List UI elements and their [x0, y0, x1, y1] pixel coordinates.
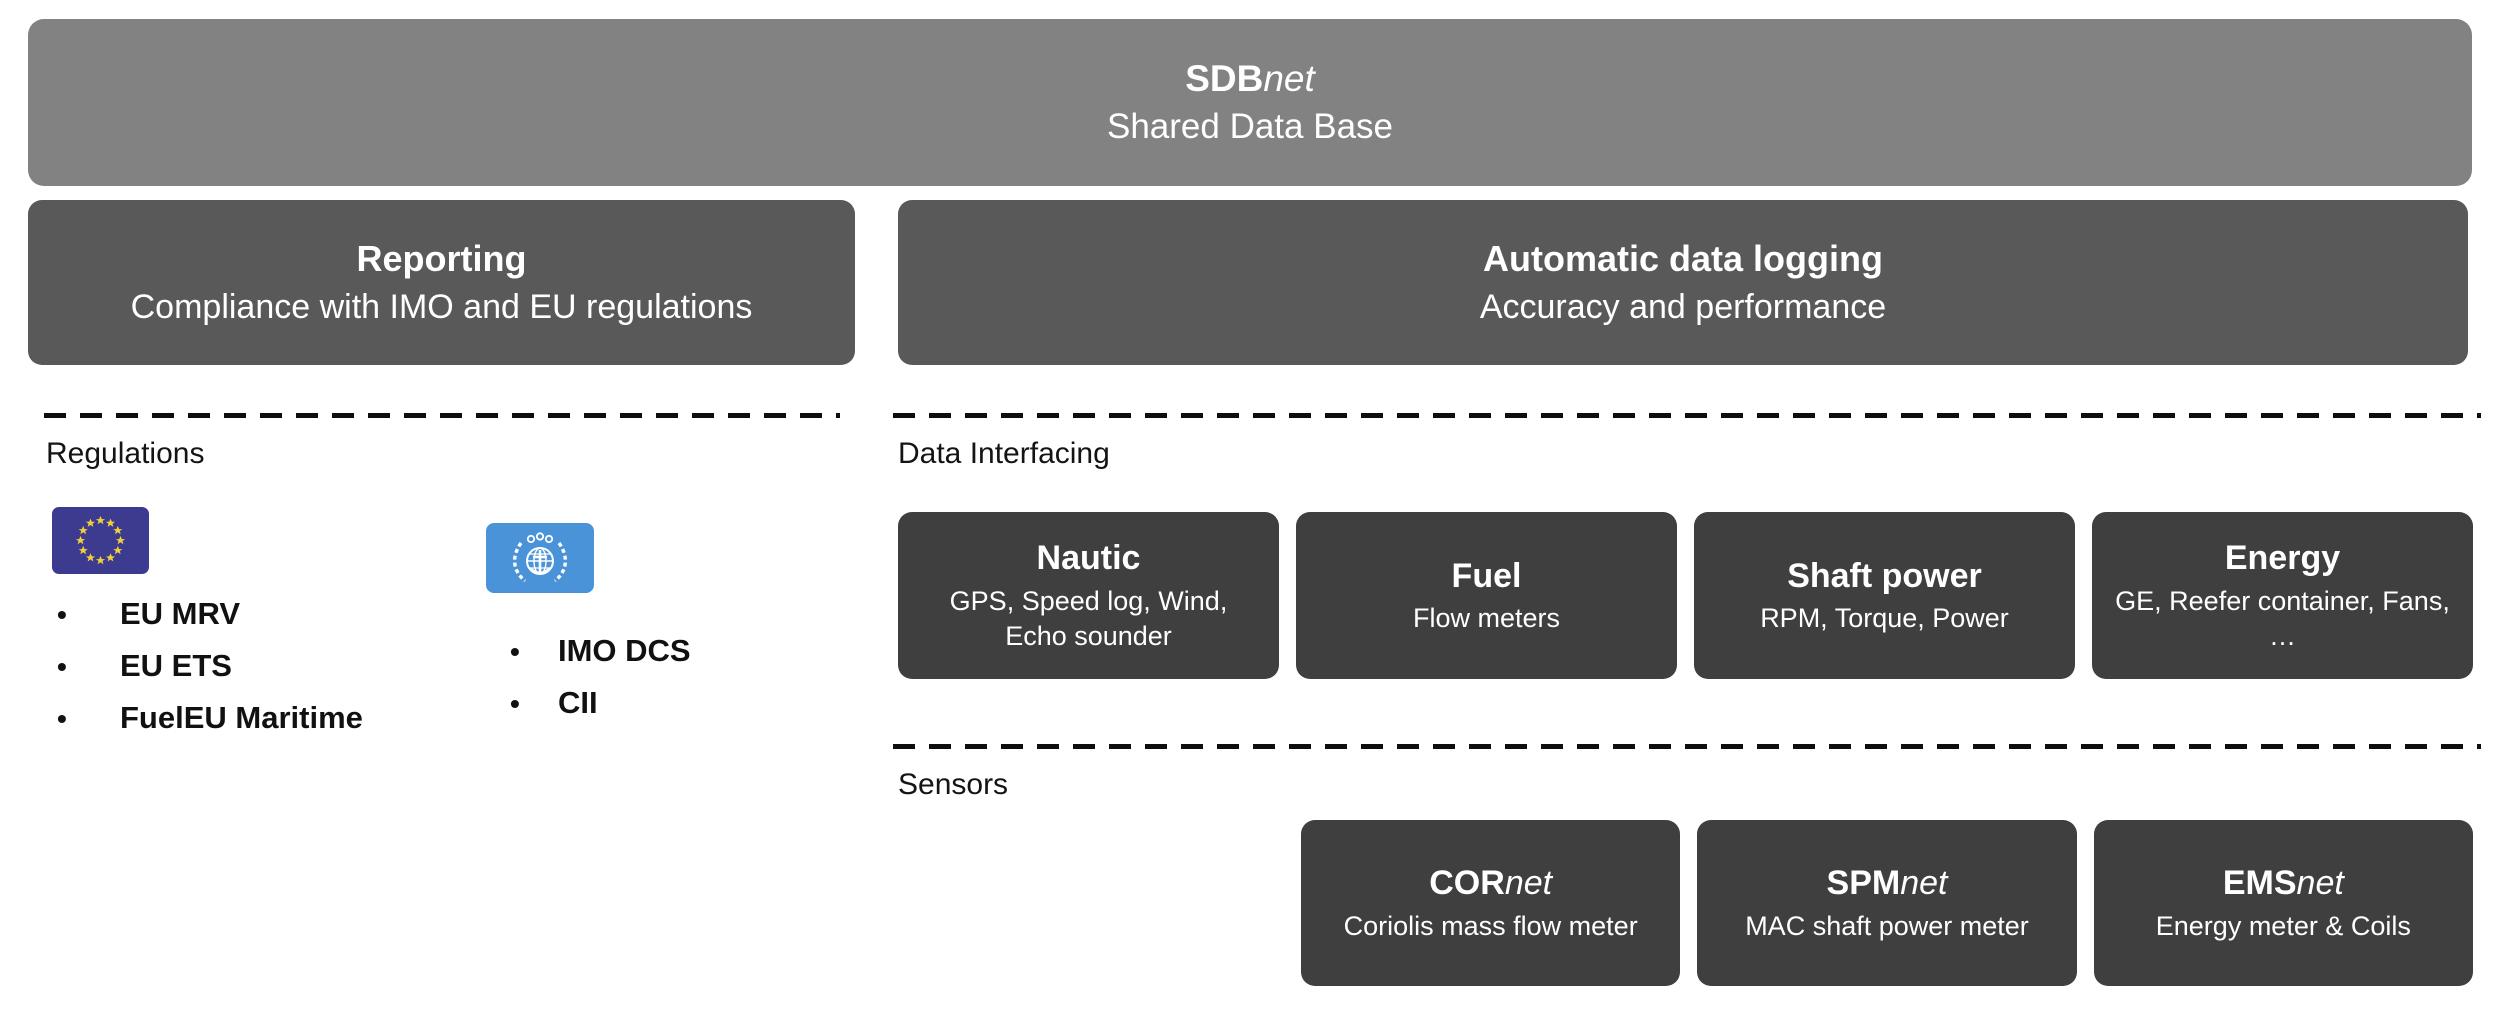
list-item: • IMO DCS — [510, 633, 691, 685]
sensor-box-title: SPMnet — [1827, 862, 1948, 905]
reporting-box: Reporting Compliance with IMO and EU reg… — [28, 200, 855, 365]
data-interfacing-label: Data Interfacing — [898, 437, 1110, 470]
sensor-name-bold: SPM — [1826, 864, 1901, 903]
sensor-box-subtitle: Energy meter & Coils — [2155, 910, 2411, 941]
sensor-box-spmnet: SPMnet MAC shaft power meter — [1697, 820, 2077, 986]
sensor-box-cornet: CORnet Coriolis mass flow meter — [1301, 820, 1681, 986]
sensor-box-title: EMSnet — [2223, 862, 2344, 905]
sensor-box-title: CORnet — [1429, 862, 1552, 905]
eu-item-label: FuelEU Maritime — [120, 700, 363, 735]
sdbnet-subtitle: Shared Data Base — [1106, 106, 1393, 146]
data-interfacing-row: Nautic GPS, Speed log, Wind, Echo sounde… — [898, 512, 2473, 679]
data-logging-subtitle: Accuracy and performance — [1479, 287, 1887, 326]
sensor-box-subtitle: Coriolis mass flow meter — [1343, 910, 1638, 941]
sensor-name-bold: COR — [1429, 864, 1505, 903]
data-logging-box: Automatic data logging Accuracy and perf… — [898, 200, 2468, 365]
interfacing-box-fuel: Fuel Flow meters — [1296, 512, 1677, 679]
interfacing-box-shaft-power: Shaft power RPM, Torque, Power — [1694, 512, 2075, 679]
sensor-name-italic: net — [1900, 864, 1948, 903]
interfacing-divider — [893, 413, 2481, 418]
bullet-icon: • — [510, 688, 520, 719]
list-item: • CII — [510, 685, 691, 737]
sensor-name-bold: EMS — [2222, 864, 2297, 903]
eu-item-label: EU MRV — [120, 596, 241, 631]
interfacing-box-subtitle: GE, Reefer container, Fans, … — [2115, 585, 2450, 651]
data-logging-title: Automatic data logging — [1483, 238, 1883, 280]
list-item: • EU MRV — [57, 596, 363, 648]
sensors-row: CORnet Coriolis mass flow meter SPMnet M… — [1301, 820, 2473, 986]
eu-item-label: EU ETS — [120, 648, 232, 683]
bullet-icon: • — [57, 651, 67, 682]
interfacing-box-title: Fuel — [1451, 556, 1522, 595]
list-item: • EU ETS — [57, 648, 363, 700]
sensors-divider — [893, 744, 2481, 749]
sdbnet-title-bold: SDB — [1185, 57, 1264, 99]
bullet-icon: • — [57, 599, 67, 630]
sensors-label: Sensors — [898, 768, 1009, 801]
interfacing-box-title: Shaft power — [1787, 556, 1982, 595]
imo-logo-icon — [486, 523, 594, 593]
reporting-subtitle: Compliance with IMO and EU regulations — [130, 287, 753, 326]
interfacing-box-nautic: Nautic GPS, Speed log, Wind, Echo sounde… — [898, 512, 1279, 679]
sensor-name-italic: net — [1504, 864, 1553, 903]
interfacing-box-energy: Energy GE, Reefer container, Fans, … — [2092, 512, 2473, 679]
interfacing-box-subtitle: GPS, Speed log, Wind, Echo sounder — [949, 585, 1228, 651]
sensor-box-emsnet: EMSnet Energy meter & Coils — [2093, 820, 2473, 986]
eu-flag-icon — [52, 507, 149, 574]
sensor-box-subtitle: MAC shaft power meter — [1745, 910, 2029, 941]
interfacing-box-subtitle: Flow meters — [1412, 603, 1561, 634]
interfacing-box-title: Energy — [2224, 539, 2341, 578]
regulations-label: Regulations — [46, 437, 205, 470]
reporting-title: Reporting — [356, 238, 527, 280]
imo-regulations-list: • IMO DCS • CII — [510, 633, 691, 737]
eu-regulations-list: • EU MRV • EU ETS • FuelEU Maritime — [57, 596, 363, 752]
imo-item-label: CII — [558, 685, 598, 720]
sdbnet-title: SDBnet — [1185, 55, 1315, 104]
sensor-name-italic: net — [2296, 864, 2344, 903]
list-item: • FuelEU Maritime — [57, 700, 363, 752]
imo-item-label: IMO DCS — [558, 633, 691, 668]
bullet-icon: • — [57, 703, 67, 734]
regulations-divider — [44, 413, 840, 418]
sdbnet-title-italic: net — [1263, 57, 1315, 99]
interfacing-box-subtitle: RPM, Torque, Power — [1760, 603, 2009, 634]
sdbnet-header-box: SDBnet Shared Data Base — [28, 19, 2472, 186]
bullet-icon: • — [510, 636, 520, 667]
interfacing-box-title: Nautic — [1036, 539, 1141, 578]
